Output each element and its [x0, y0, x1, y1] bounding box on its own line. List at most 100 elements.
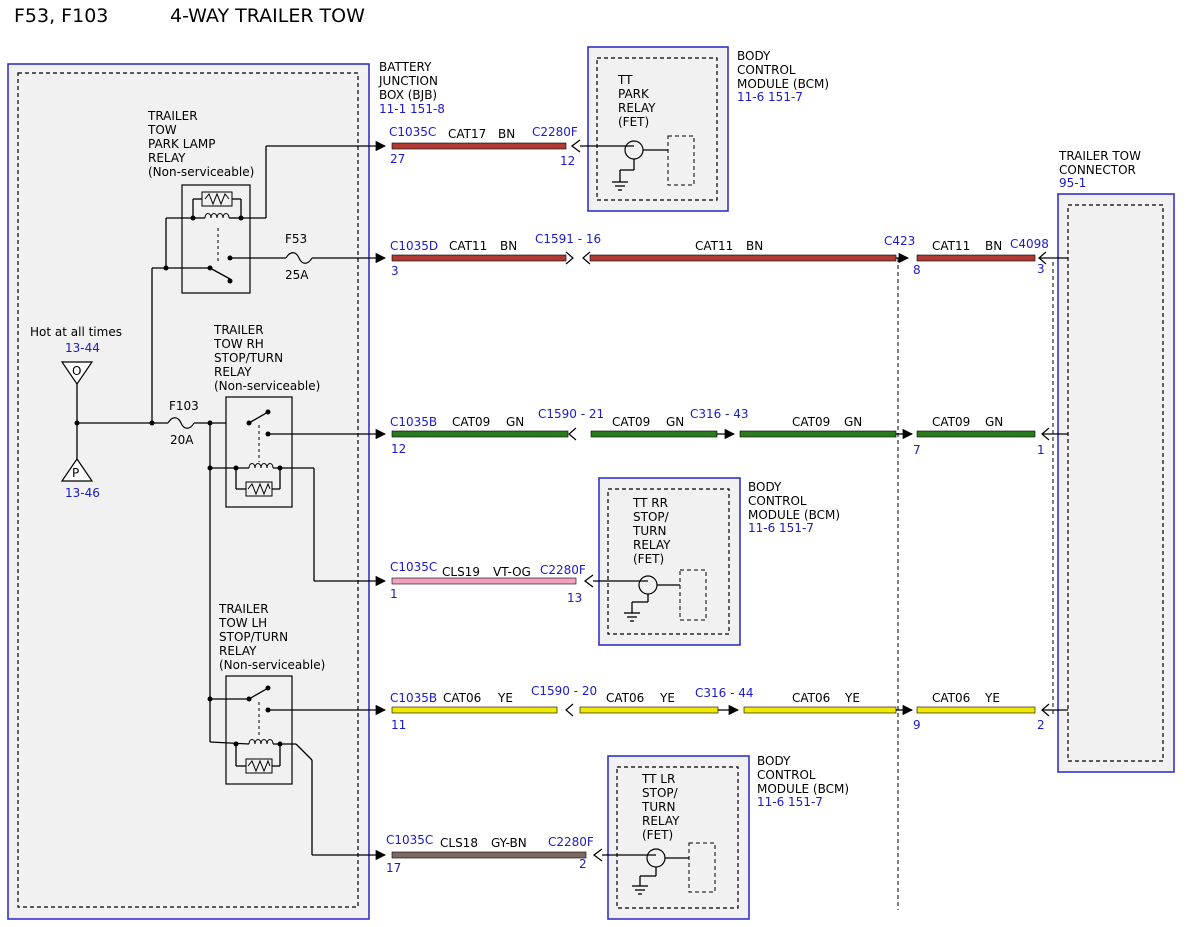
fuse-f103-icon — [167, 417, 195, 429]
svg-text:CAT17: CAT17 — [448, 127, 486, 141]
svg-text:PARK: PARK — [618, 87, 650, 101]
svg-text:C1035B: C1035B — [390, 691, 437, 705]
svg-text:TRAILER: TRAILER — [218, 602, 269, 616]
fuse-f103-rating: 20A — [170, 433, 194, 447]
wire-cat09-seg4 — [916, 430, 1036, 438]
lh-resistor-frame — [245, 758, 273, 774]
svg-text:RELAY: RELAY — [214, 365, 252, 379]
svg-text:TT: TT — [617, 73, 633, 87]
source-o-icon — [60, 361, 94, 386]
svg-text:BODY: BODY — [737, 49, 771, 63]
svg-text:YE: YE — [659, 691, 675, 705]
svg-text:RELAY: RELAY — [618, 101, 656, 115]
bcm-park-inner-label: TT PARK RELAY (FET) — [617, 73, 656, 129]
svg-text:C316 - 44: C316 - 44 — [695, 686, 754, 700]
svg-text:TT RR: TT RR — [632, 496, 668, 510]
svg-text:12: 12 — [391, 442, 406, 456]
svg-text:CLS18: CLS18 — [440, 836, 478, 850]
svg-text:STOP/TURN: STOP/TURN — [219, 630, 288, 644]
svg-text:11: 11 — [391, 718, 406, 732]
svg-text:STOP/: STOP/ — [642, 786, 679, 800]
svg-text:11-6 151-7: 11-6 151-7 — [757, 795, 823, 809]
bcm-rr-label: BODY CONTROL MODULE (BCM) 11-6 151-7 — [748, 480, 840, 535]
wire-cat17-bn — [391, 142, 567, 150]
svg-text:PARK LAMP: PARK LAMP — [148, 137, 215, 151]
svg-text:C1591 - 16: C1591 - 16 — [535, 232, 601, 246]
svg-text:C1035D: C1035D — [390, 239, 438, 253]
w21 — [209, 741, 250, 745]
svg-text:C423: C423 — [884, 234, 915, 248]
fuse-f53-icon — [285, 252, 313, 264]
svg-text:CONTROL: CONTROL — [748, 494, 807, 508]
svg-text:9: 9 — [913, 718, 921, 732]
park-relay-switch-icon — [209, 267, 231, 280]
wire-cat06-seg4 — [916, 706, 1036, 714]
wire-cat11-seg1 — [391, 254, 567, 262]
fuse-f53-name: F53 — [285, 232, 307, 246]
svg-text:2: 2 — [579, 857, 587, 871]
svg-text:TOW: TOW — [147, 123, 177, 137]
connector-label: TRAILER TOW CONNECTOR 95-1 — [1058, 149, 1141, 190]
n4 — [207, 265, 213, 271]
rh-relay-switch-icon — [248, 411, 269, 424]
svg-text:17: 17 — [386, 861, 401, 875]
svg-text:TRAILER TOW: TRAILER TOW — [1058, 149, 1141, 163]
source-o-letter: O — [72, 364, 81, 378]
n12 — [207, 465, 213, 471]
svg-text:C1590 - 20: C1590 - 20 — [531, 684, 597, 698]
bjb-inner-boundary — [17, 72, 359, 908]
svg-text:CAT09: CAT09 — [452, 415, 490, 429]
bcm-park-label: BODY CONTROL MODULE (BCM) 11-6 151-7 — [737, 49, 829, 104]
hot-ref-top: 13-44 — [65, 341, 100, 355]
page-title: 4-WAY TRAILER TOW — [170, 5, 365, 27]
svg-text:11-1 151-8: 11-1 151-8 — [379, 102, 445, 116]
svg-text:CAT06: CAT06 — [606, 691, 644, 705]
svg-text:RELAY: RELAY — [642, 814, 680, 828]
wire-cat09-seg3 — [739, 430, 897, 438]
svg-text:CAT09: CAT09 — [792, 415, 830, 429]
svg-text:95-1: 95-1 — [1059, 176, 1086, 190]
lh-relay-resistor-icon — [247, 759, 271, 773]
svg-text:8: 8 — [913, 263, 921, 277]
n8 — [265, 409, 271, 415]
svg-text:YE: YE — [497, 691, 513, 705]
bcm-lr-ic — [688, 842, 716, 893]
svg-text:TOW RH: TOW RH — [213, 337, 264, 351]
bcm-lr-inner — [616, 766, 739, 909]
source-p-letter: P — [72, 466, 79, 480]
svg-text:CAT06: CAT06 — [792, 691, 830, 705]
svg-text:(Non-serviceable): (Non-serviceable) — [214, 379, 320, 393]
svg-text:C4098: C4098 — [1010, 237, 1049, 251]
fuse-f103-name: F103 — [169, 399, 199, 413]
svg-text:BODY: BODY — [757, 754, 791, 768]
w27 — [295, 743, 313, 761]
n5 — [227, 278, 233, 284]
lh-relay-coil-icon — [248, 739, 274, 745]
svg-text:GN: GN — [506, 415, 524, 429]
svg-text:C1035C: C1035C — [389, 125, 436, 139]
park-relay-coil-icon — [204, 213, 230, 219]
svg-text:BN: BN — [498, 127, 515, 141]
svg-text:(Non-serviceable): (Non-serviceable) — [148, 165, 254, 179]
bcm-park-ic — [667, 135, 695, 186]
wire-cat09-seg1 — [391, 430, 569, 438]
circuit-row-cat11: C1035D 3 CAT11 BN C1591 - 16 CAT11 BN C4… — [390, 232, 1068, 278]
svg-text:GN: GN — [666, 415, 684, 429]
n7 — [246, 420, 252, 426]
wire-cat09-seg2 — [590, 430, 718, 438]
svg-text:3: 3 — [391, 264, 399, 278]
svg-text:BOX (BJB): BOX (BJB) — [379, 88, 437, 102]
svg-text:11-6 151-7: 11-6 151-7 — [737, 90, 803, 104]
bcm-rr — [598, 477, 741, 646]
svg-text:1: 1 — [390, 587, 398, 601]
svg-text:CLS19: CLS19 — [442, 565, 480, 579]
svg-text:BATTERY: BATTERY — [379, 60, 432, 74]
park-relay-resistor-icon — [204, 192, 230, 206]
svg-text:CAT06: CAT06 — [443, 691, 481, 705]
park-relay-label: TRAILER TOW PARK LAMP RELAY (Non-service… — [147, 109, 254, 179]
hot-label: Hot at all times — [30, 325, 122, 339]
svg-text:13: 13 — [567, 591, 582, 605]
svg-text:C2280F: C2280F — [532, 125, 578, 139]
bcm-park — [587, 46, 729, 212]
